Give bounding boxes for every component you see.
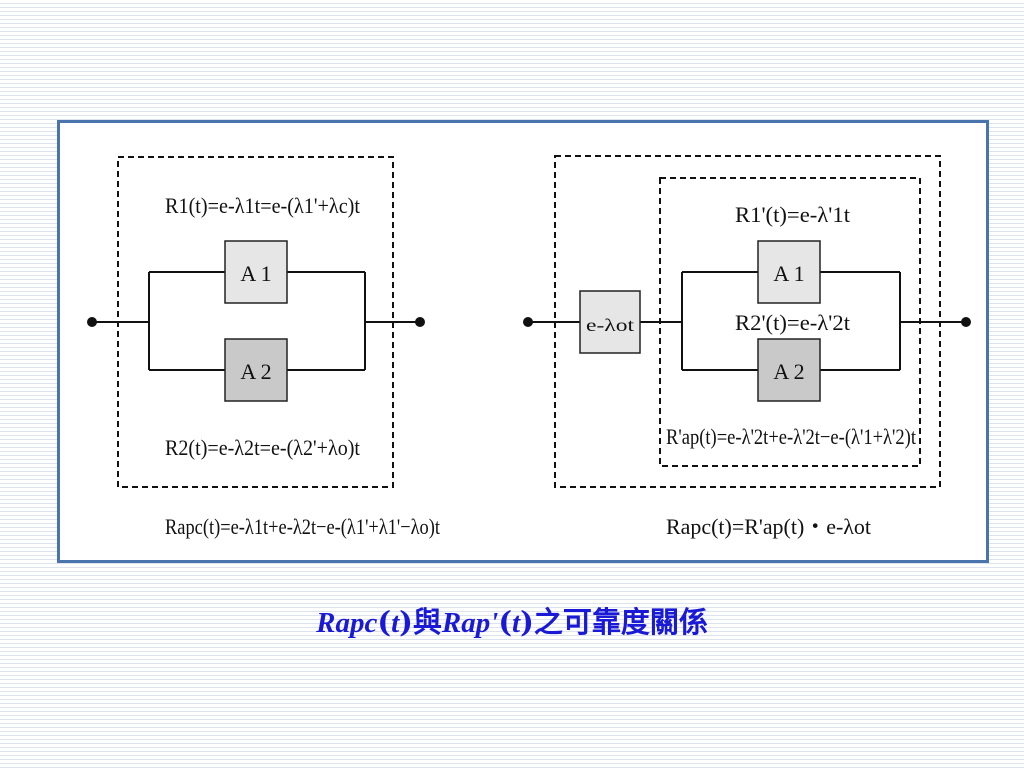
right-block-a2	[757, 338, 821, 402]
right-input-terminal	[523, 317, 533, 327]
left-output-terminal	[415, 317, 425, 327]
caption-paren-open-2: (	[498, 605, 513, 639]
right-output-terminal	[961, 317, 971, 327]
left-block-a1-label: A 1	[240, 261, 271, 286]
right-r1p-formula: R1'(t)=e-λ'1t	[735, 202, 850, 227]
left-wiring	[92, 271, 420, 371]
caption-rapc: Rapc	[316, 607, 378, 639]
left-input-terminal	[87, 317, 97, 327]
right-block-a2-label: A 2	[773, 359, 804, 384]
left-block-a1	[224, 240, 288, 304]
left-rapc-formula: Rapc(t)=e-λ1t+e-λ2t−e-(λ1'+λ1'−λo)t	[165, 514, 440, 539]
right-rap-formula: R'ap(t)=e-λ'2t+e-λ'2t−e-(λ'1+λ'2)t	[666, 424, 916, 449]
right-series-block	[579, 290, 641, 354]
caption-paren-open-1: (	[377, 605, 392, 639]
caption-t-1: t	[391, 607, 400, 639]
caption-and: )與	[399, 605, 442, 639]
slide-caption: Rapc(t)與Rap'(t)之可靠度關係	[0, 602, 1024, 643]
left-r1-formula: R1(t)=e-λ1t=e-(λ1'+λc)t	[165, 193, 360, 218]
caption-rap: Rap'	[441, 607, 499, 639]
right-r2p-formula: R2'(t)=e-λ'2t	[735, 310, 850, 335]
right-wiring	[528, 271, 966, 371]
caption-t-2: t	[512, 607, 521, 639]
right-series-block-label: e-λot	[586, 315, 634, 335]
caption-relation: )之可靠度關係	[520, 605, 708, 639]
left-block-a2	[224, 338, 288, 402]
left-r2-formula: R2(t)=e-λ2t=e-(λ2'+λo)t	[165, 435, 360, 460]
diagram-frame	[57, 120, 989, 563]
right-rapc-formula: Rapc(t)=R'ap(t)・e-λot	[666, 514, 871, 539]
right-block-a1-label: A 1	[773, 261, 804, 286]
left-block-a2-label: A 2	[240, 359, 271, 384]
right-block-a1	[757, 240, 821, 304]
